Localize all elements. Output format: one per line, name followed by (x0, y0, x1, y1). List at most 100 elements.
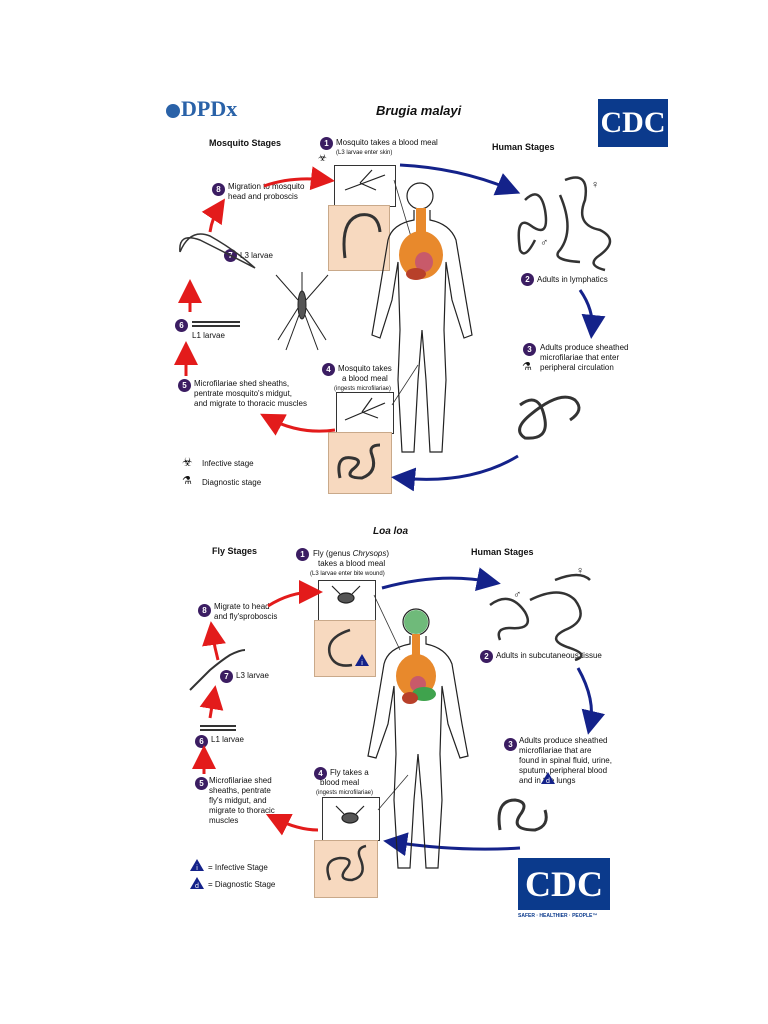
biohazard-icon: ☣ (318, 153, 327, 164)
adult-worms-loa (489, 573, 591, 662)
svg-text:i: i (361, 660, 363, 667)
arrow-red-8-1 (263, 166, 335, 191)
arrow-blue-1-2 (399, 163, 521, 196)
loa-step-5-badge: 5 (195, 777, 208, 790)
diagram-title-loa: Loa loa (373, 526, 409, 537)
arrow-blue-2-3 (578, 289, 606, 339)
mosquito-drawing (275, 272, 329, 351)
loa-arrow-red-6-7 (199, 685, 224, 719)
human-stages-heading: Human Stages (492, 142, 555, 152)
loa-step-2-label: Adults in subcutaneous tissue (496, 651, 602, 660)
arrow-red-4-5 (260, 413, 336, 436)
mosquito-in-box-1 (344, 169, 386, 191)
step-4-line1: Mosquito takes (338, 364, 392, 373)
step-7-label: L3 larvae (240, 251, 273, 260)
loa-step-1-line2: takes a blood meal (318, 559, 386, 568)
loa-step-7-label: L3 larvae (236, 671, 269, 680)
male-symbol: ♂ (540, 237, 549, 249)
fly-in-box-4 (335, 805, 365, 824)
step-5-line3: and migrate to thoracic muscles (194, 399, 307, 408)
step-3-badge: 3 (523, 343, 536, 356)
step-1-sublabel: (L3 larvae enter skin) (336, 150, 393, 156)
dpdx-logo: DPDx (166, 96, 237, 122)
l3-larva-in-box (342, 213, 382, 259)
loa-step-2-badge: 2 (480, 650, 493, 663)
l3-larva-box (328, 205, 390, 271)
adult-worms-top (517, 176, 612, 272)
loa-step-4-line2: blood meal (320, 778, 360, 787)
loa-l3-larva-box (314, 620, 376, 677)
cdc-tagline: SAFER · HEALTHIER · PEOPLE™ (518, 913, 598, 919)
step-3-line1: Adults produce sheathed (540, 343, 629, 352)
arrow-blue-3-4 (391, 454, 519, 492)
step-5-line1: Microfilariae shed sheaths, (194, 379, 290, 388)
female-symbol: ♀ (591, 179, 600, 191)
l1-larva-top-left (192, 321, 240, 327)
loa-step-5-line4: migrate to thoracic (209, 806, 275, 815)
step-4-badge: 4 (322, 363, 335, 376)
step-1-badge: 1 (320, 137, 333, 150)
step-3-line3: peripheral circulation (540, 363, 614, 372)
dpdx-logo-circle-icon (166, 103, 180, 118)
loa-arrow-blue-2-3 (576, 667, 606, 735)
fly-in-box-1 (331, 585, 361, 604)
loa-l3-larva-in-box (327, 628, 353, 667)
step-4-sublabel: (ingests microfilariae) (334, 386, 392, 392)
diagram-title: Brugia malayi (376, 103, 462, 118)
legend-infective-triangle-icon: i (190, 859, 204, 872)
loa-legend-infective-label: = Infective Stage (208, 863, 268, 872)
step-5-line2: pentrate mosquito's midgut, (194, 389, 293, 398)
fly-stages-heading: Fly Stages (212, 546, 258, 556)
loa-arrow-blue-3-4 (383, 832, 521, 857)
step-4-line2: a blood meal (342, 374, 388, 383)
loa-step-6-badge: 6 (195, 735, 208, 748)
step-6-badge: 6 (175, 319, 188, 332)
loa-step-5-line1: Microfilariae shed (209, 776, 272, 785)
loa-step-1-badge: 1 (296, 548, 309, 561)
cdc-logo-loa: CDC (518, 858, 610, 910)
step-8-badge: 8 (212, 183, 225, 196)
svg-text:d: d (546, 778, 550, 785)
legend-biohazard-icon: ☣ (182, 455, 193, 469)
microfilaria-loa-right (497, 798, 548, 832)
loa-male-symbol: ♂ (513, 589, 522, 601)
loa-step-8-line2: and fly'sproboscis (214, 612, 278, 621)
loa-step-8-badge: 8 (198, 604, 211, 617)
svg-text:d: d (195, 883, 199, 890)
human-organs (399, 208, 443, 280)
loa-step-5-line3: fly's midgut, and (209, 796, 267, 805)
l3-larva-top-left (179, 233, 256, 269)
legend-infective-label: Infective stage (202, 459, 254, 468)
loa-arrow-red-7-8 (202, 621, 226, 661)
step-5-badge: 5 (178, 379, 191, 392)
loa-female-symbol: ♀ (576, 565, 585, 577)
loa-step-3-line1: Adults produce sheathed (519, 736, 608, 745)
loa-step-3-line2: microfilariae that are (519, 746, 592, 755)
loa-step-3-line3: found in spinal fluid, urine, (519, 756, 612, 765)
loa-microfilaria-in-box (326, 844, 367, 882)
loa-legend-diagnostic-label: = Diagnostic Stage (208, 880, 276, 889)
diagnostic-stage-triangle-icon: d (541, 772, 555, 785)
loa-step-4-sublabel: (ingests microfilariae) (316, 790, 374, 796)
svg-text:i: i (196, 865, 198, 872)
loa-step-3-badge: 3 (504, 738, 517, 751)
legend-diagnostic-label: Diagnostic stage (202, 478, 262, 487)
arrow-red-7-8 (201, 198, 225, 233)
loa-step-1-sublabel: (L3 larvae enter bite wound) (310, 571, 385, 577)
loa-step-4-badge: 4 (314, 767, 327, 780)
microfilaria-top-right (518, 395, 581, 440)
step-8-line2: head and proboscis (228, 192, 298, 201)
human-stages-heading-loa: Human Stages (471, 547, 534, 557)
loa-step-7-badge: 7 (220, 670, 233, 683)
microfilaria-in-box (337, 443, 381, 480)
infective-stage-triangle-icon: i (355, 654, 369, 667)
legend-microscope-icon: ⚗ (182, 475, 192, 487)
step-6-label: L1 larvae (192, 331, 225, 340)
human-organs-loa (396, 610, 436, 704)
loa-step-6-label: L1 larvae (211, 735, 244, 744)
step-2-label: Adults in lymphatics (537, 275, 608, 284)
loa-l1-larva-left (200, 725, 236, 731)
step-3-line2: microfilariae that enter (540, 353, 620, 362)
loa-step-8-line1: Migrate to head (214, 602, 270, 611)
